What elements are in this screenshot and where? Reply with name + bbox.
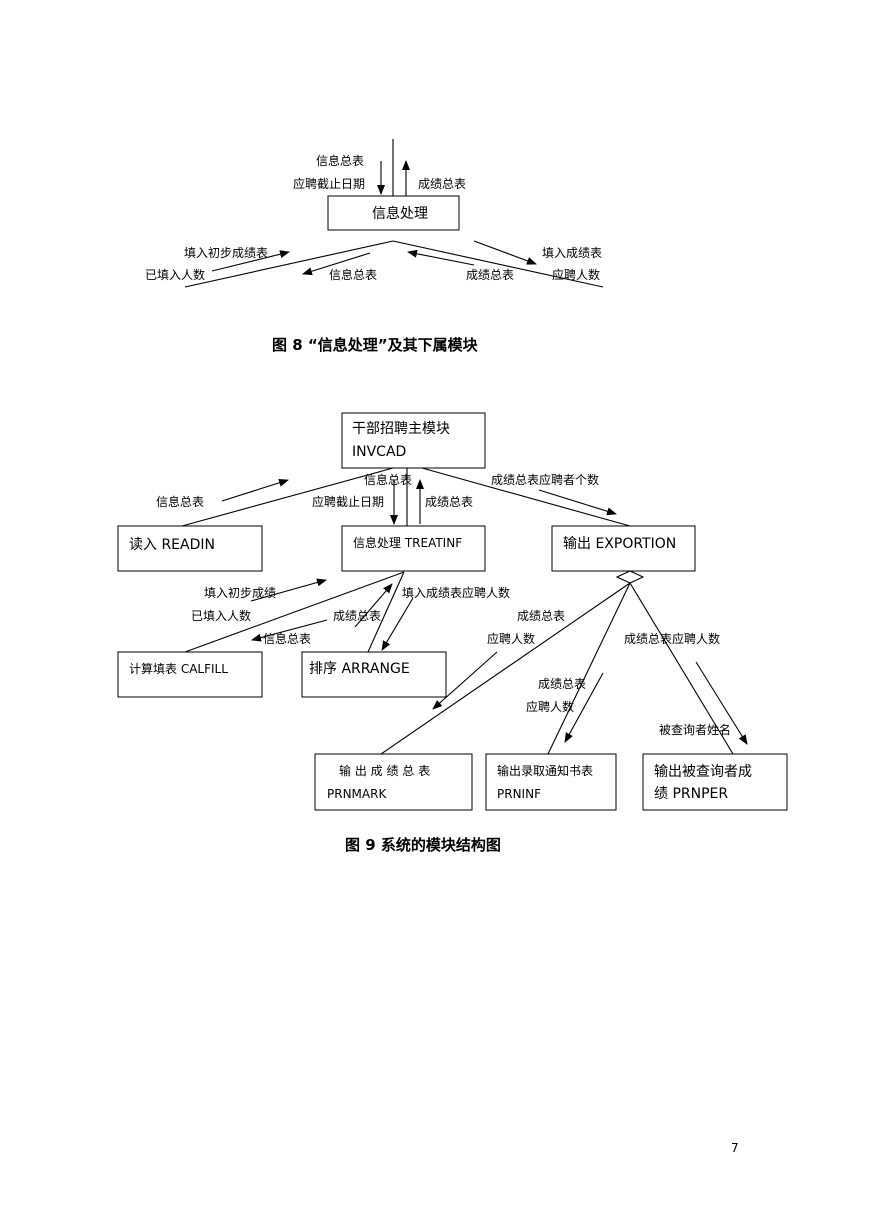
fig9-label-inf-count: 应聘人数 bbox=[526, 699, 574, 714]
fig8-right-branch bbox=[392, 240, 604, 288]
fig9-line-main-read bbox=[181, 467, 394, 527]
fig9-line-treat-calfill bbox=[184, 571, 405, 653]
fig8-mid-left-arrow bbox=[302, 252, 371, 276]
fig9-arrow-arr-fill bbox=[381, 597, 414, 651]
fig9-selection-diamond bbox=[615, 570, 645, 584]
fig9-box-read-label: 读入 READIN bbox=[129, 536, 215, 553]
fig9-label-inf-score: 成绩总表 bbox=[538, 677, 586, 691]
fig9-label-export-score: 成绩总表应聘者个数 bbox=[491, 472, 599, 487]
fig8-left-up-arrow bbox=[211, 250, 290, 272]
fig9-arrow-mark bbox=[432, 651, 498, 710]
fig8-box-treat bbox=[327, 195, 460, 231]
fig9-box-prnmark-line1: 输 出 成 绩 总 表 bbox=[339, 763, 430, 778]
fig8-box-treat-label: 信息处理 bbox=[372, 205, 428, 222]
fig9-label-arr-score: 成绩总表 bbox=[333, 609, 381, 623]
fig8-label-out-top: 成绩总表 bbox=[418, 177, 466, 191]
fig9-box-arrange bbox=[301, 651, 447, 698]
fig9-line-treat-arrange bbox=[367, 571, 405, 653]
fig9-box-prnper-line1: 输出被查询者成 bbox=[654, 764, 752, 780]
fig9-arrow-arr-score bbox=[354, 583, 393, 628]
fig9-arrow-read-info bbox=[221, 478, 289, 502]
fig9-line-main-export bbox=[421, 467, 631, 527]
fig8-label-left-up: 填入初步成绩表 bbox=[184, 246, 268, 260]
figure-8: 信息总表 应聘截止日期 成绩总表 信息处理 填入初步成绩表 已填入人数 信息总表… bbox=[145, 139, 604, 354]
fig9-arrow-per bbox=[695, 661, 748, 745]
fig9-box-main-line2: INVCAD bbox=[352, 444, 406, 460]
fig9-box-prnper-line2: 绩 PRNPER bbox=[654, 786, 728, 802]
fig8-caption: 图 8 “信息处理”及其下属模块 bbox=[272, 336, 479, 354]
fig9-label-cal-fill: 填入初步成绩 bbox=[204, 586, 276, 600]
fig9-box-prninf bbox=[485, 753, 617, 811]
page-number: 7 bbox=[731, 1141, 739, 1155]
fig9-label-cal-count: 已填入人数 bbox=[191, 608, 251, 623]
fig9-label-mark-count: 应聘人数 bbox=[487, 631, 535, 646]
fig9-box-calfill-label: 计算填表 CALFILL bbox=[129, 661, 228, 676]
fig9-box-prnmark bbox=[314, 753, 473, 811]
figure-9: 干部招聘主模块 INVCAD 信息总表 信息总表 应聘截止日期 成绩总表 成绩总… bbox=[117, 412, 788, 854]
fig9-arrow-export-score bbox=[538, 489, 617, 516]
fig9-box-prnper bbox=[642, 753, 788, 811]
fig9-arrow-inf bbox=[564, 672, 604, 743]
fig9-line-export-prnper bbox=[629, 582, 734, 755]
fig9-label-cal-info: 信息总表 bbox=[263, 631, 311, 646]
fig9-box-calfill bbox=[117, 651, 263, 698]
fig9-arrow-cal-info bbox=[251, 619, 328, 642]
fig9-box-main-line1: 干部招聘主模块 bbox=[352, 421, 450, 437]
fig9-box-prninf-line2: PRNINF bbox=[497, 787, 541, 801]
fig8-label-left-down: 已填入人数 bbox=[145, 267, 205, 282]
fig9-box-export bbox=[551, 525, 696, 572]
fig9-line-export-prninf bbox=[547, 582, 631, 755]
fig9-label-treat-date: 应聘截止日期 bbox=[312, 494, 384, 509]
fig8-mid-right-arrow bbox=[407, 249, 475, 266]
fig9-caption: 图 9 系统的模块结构图 bbox=[345, 836, 501, 854]
fig8-label-in-bottom: 应聘截止日期 bbox=[293, 176, 365, 191]
fig9-line-export-prnmark bbox=[380, 582, 631, 755]
fig8-right-down-arrow bbox=[473, 240, 537, 265]
fig8-label-right-up: 填入成绩表 bbox=[542, 246, 602, 260]
fig9-box-arrange-label: 排序 ARRANGE bbox=[309, 661, 410, 677]
fig9-label-treat-info: 信息总表 bbox=[364, 472, 412, 487]
fig9-label-per-score: 成绩总表应聘人数 bbox=[624, 631, 720, 646]
fig9-box-prnmark-line2: PRNMARK bbox=[327, 787, 387, 801]
fig9-box-prninf-line1: 输出录取通知书表 bbox=[497, 763, 593, 778]
fig8-label-in-top: 信息总表 bbox=[316, 153, 364, 168]
fig9-arrow-cal-fill bbox=[250, 578, 327, 602]
fig9-box-treat-label: 信息处理 TREATINF bbox=[353, 535, 462, 550]
fig9-label-mark-score: 成绩总表 bbox=[517, 609, 565, 623]
fig9-box-treat bbox=[341, 525, 486, 572]
fig9-label-arr-fill: 填入成绩表应聘人数 bbox=[402, 585, 510, 600]
fig8-left-branch bbox=[184, 240, 394, 288]
fig9-box-export-label: 输出 EXPORTION bbox=[563, 536, 676, 552]
fig9-label-per-name: 被查询者姓名 bbox=[659, 722, 731, 737]
fig9-box-read bbox=[117, 525, 263, 572]
fig9-label-read-info: 信息总表 bbox=[156, 494, 204, 509]
fig8-label-right-down: 应聘人数 bbox=[552, 267, 600, 282]
fig9-box-main bbox=[341, 412, 486, 469]
fig8-label-mid-left: 信息总表 bbox=[329, 267, 377, 282]
fig8-label-mid-right: 成绩总表 bbox=[466, 268, 514, 282]
fig9-label-treat-score: 成绩总表 bbox=[425, 495, 473, 509]
